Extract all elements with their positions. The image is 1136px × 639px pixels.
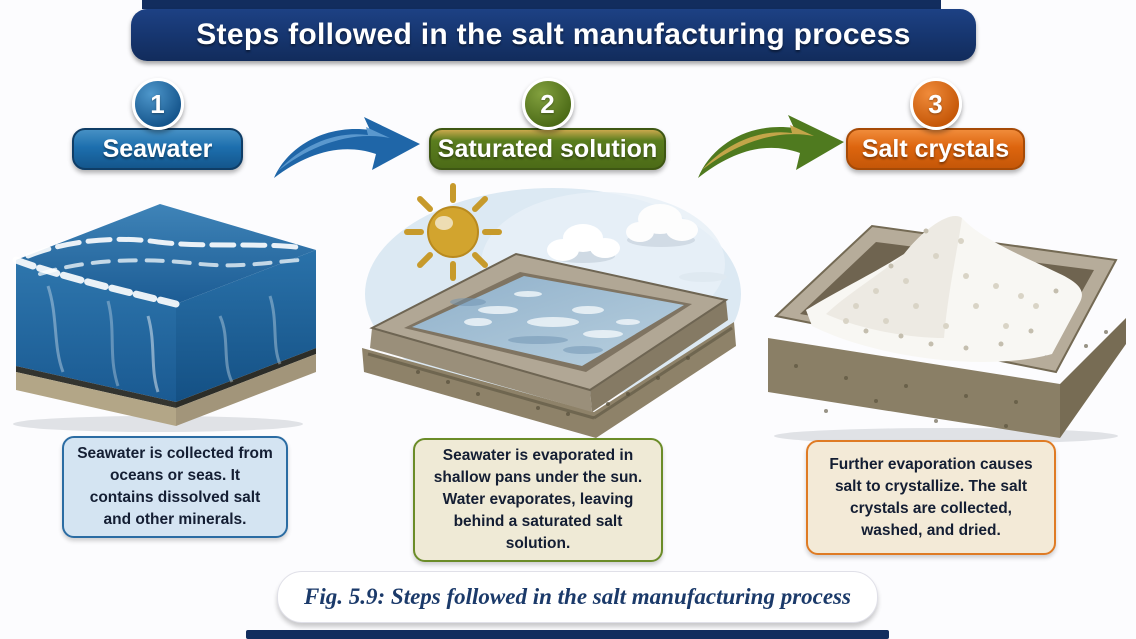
step-2-label-group: 2 Saturated solution bbox=[429, 78, 666, 170]
step-3-label: Salt crystals bbox=[846, 128, 1025, 170]
step-2-description: Seawater is evaporated in shallow pans u… bbox=[413, 438, 663, 562]
page-title: Steps followed in the salt manufacturing… bbox=[196, 18, 911, 51]
bottom-edge-bar bbox=[246, 630, 889, 639]
arrow-step1-to-step2-icon bbox=[274, 117, 420, 178]
step-3-number-badge: 3 bbox=[909, 78, 962, 130]
step-1-description: Seawater is collected from oceans or sea… bbox=[62, 436, 288, 538]
cloud-icon bbox=[547, 204, 727, 282]
step-1-label: Seawater bbox=[72, 128, 243, 170]
step-1-label-group: 1 Seawater bbox=[72, 78, 243, 170]
figure-caption: Fig. 5.9: Steps followed in the salt man… bbox=[277, 571, 878, 623]
step-2-label: Saturated solution bbox=[429, 128, 666, 170]
arrow-step2-to-step3-icon bbox=[698, 115, 844, 178]
sun-icon bbox=[404, 183, 502, 281]
evaporation-pan-illustration bbox=[362, 183, 741, 438]
salt-crystal-pile-illustration bbox=[768, 215, 1126, 444]
step-3-label-group: 3 Salt crystals bbox=[846, 78, 1025, 170]
step-3-description: Further evaporation causes salt to cryst… bbox=[806, 440, 1056, 555]
seawater-ocean-block-illustration bbox=[12, 204, 316, 432]
step-1-number-badge: 1 bbox=[131, 78, 184, 130]
step-2-number-badge: 2 bbox=[521, 78, 574, 130]
title-banner: Steps followed in the salt manufacturing… bbox=[131, 9, 976, 61]
banner-top-edge bbox=[142, 0, 941, 9]
